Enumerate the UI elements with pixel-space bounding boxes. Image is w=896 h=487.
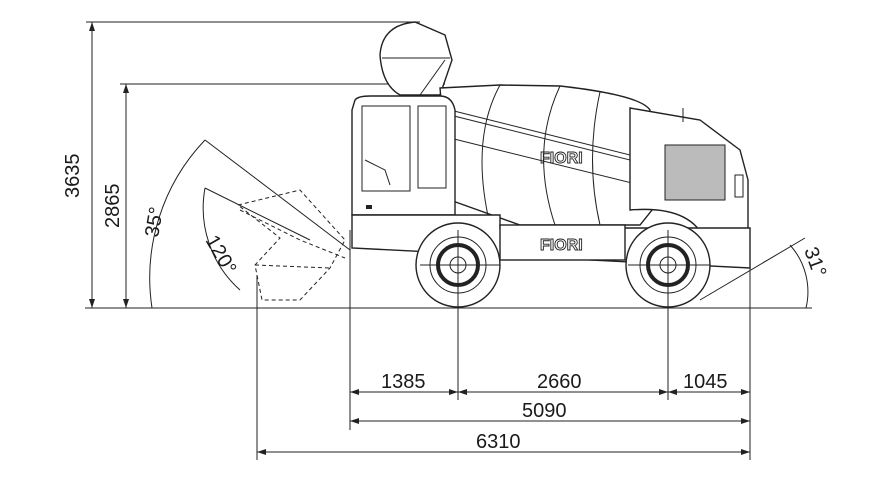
- angle-leg-120: [204, 187, 311, 241]
- mixer-drum: FIORI: [439, 84, 661, 226]
- radiator-grille: [664, 144, 726, 201]
- rear-wheel: [625, 222, 711, 308]
- chassis-logo: FIORI: [540, 237, 583, 254]
- label-angle-31: 31°: [799, 244, 830, 280]
- label-length-5090: 5090: [522, 400, 567, 422]
- label-rear-overhang: 1045: [683, 371, 728, 393]
- angle-arc-31: [789, 244, 809, 309]
- angle-arc-35: [149, 139, 206, 309]
- angle-arc-120: [202, 187, 241, 291]
- label-wheelbase: 2660: [537, 371, 582, 393]
- bucket-lowered-outline: [236, 189, 346, 301]
- extension-lines: [256, 225, 751, 460]
- label-length-6310: 6310: [476, 431, 521, 453]
- length-dimension-row-1: [350, 389, 750, 395]
- label-overall-height: 3635: [62, 154, 84, 199]
- operator-cab: [351, 95, 456, 216]
- label-angle-120: 120°: [201, 232, 241, 279]
- angle-leg-35: [204, 139, 351, 251]
- height-dimension-3635: [86, 21, 420, 308]
- label-front-overhang: 1385: [381, 371, 426, 393]
- label-cab-height: 2865: [102, 184, 124, 229]
- length-dimension-6310: [257, 449, 750, 455]
- departure-angle-line: [699, 237, 806, 301]
- label-angle-35: 35°: [141, 205, 168, 239]
- engine-housing: [629, 107, 749, 241]
- loading-bucket-raised: [379, 21, 453, 96]
- drum-logo: FIORI: [540, 150, 583, 167]
- length-dimension-5090: [350, 418, 750, 424]
- front-wheel: [415, 222, 501, 308]
